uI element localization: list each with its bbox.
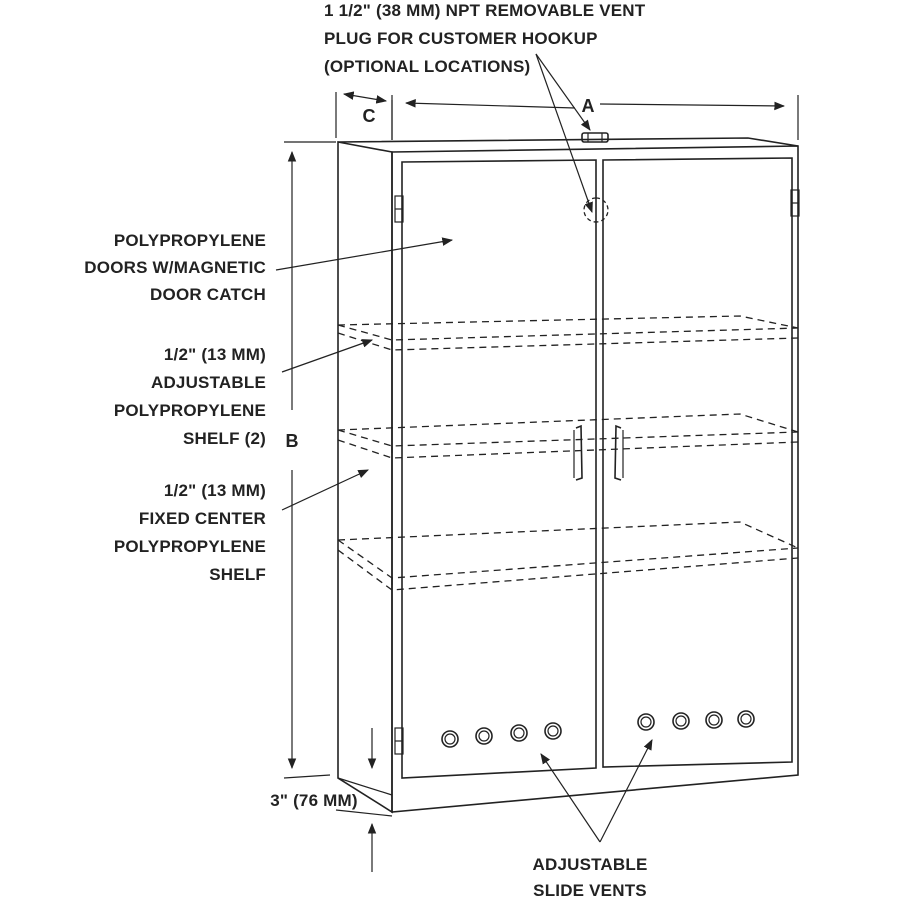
doors-line-1: POLYPROPYLENE	[114, 231, 266, 250]
base-height-label: 3" (76 MM)	[270, 791, 358, 810]
adjustable-shelf-line-4: SHELF (2)	[183, 429, 266, 448]
vent-plug-line-2: PLUG FOR CUSTOMER HOOKUP	[324, 29, 598, 48]
cabinet-body	[337, 137, 799, 814]
slide-vents-left	[441, 722, 562, 748]
vent-circle-icon	[705, 711, 723, 729]
vent-circle-icon	[544, 722, 562, 740]
doors-line-3: DOOR CATCH	[150, 285, 266, 304]
hinge-icon	[790, 189, 800, 217]
slide-vents-callout: ADJUSTABLE SLIDE VENTS	[532, 739, 653, 900]
adjustable-shelf-line-2: ADJUSTABLE	[151, 373, 266, 392]
door-handle-icon	[573, 424, 583, 481]
dimension-c: C	[335, 91, 393, 140]
adjustable-shelf-line-1: 1/2" (13 MM)	[164, 345, 266, 364]
right-door	[602, 157, 793, 768]
adjustable-shelf-upper	[337, 315, 799, 351]
slide-vents-right	[637, 710, 755, 731]
vent-circle-icon	[510, 724, 528, 742]
vent-circle-icon	[637, 713, 655, 731]
adjustable-shelf-lower	[337, 521, 799, 591]
vent-plug-top	[581, 132, 609, 143]
hinge-icon	[394, 727, 404, 755]
door-handle-icon	[614, 424, 624, 481]
left-door	[401, 159, 597, 779]
dimension-a-label: A	[582, 96, 595, 116]
vent-circle-icon	[475, 727, 493, 745]
fixed-shelf-line-3: POLYPROPYLENE	[114, 537, 266, 556]
vent-plug-callout: 1 1/2" (38 MM) NPT REMOVABLE VENT PLUG F…	[324, 1, 646, 214]
hinge-icon	[394, 195, 404, 223]
vent-circle-icon	[737, 710, 755, 728]
fixed-shelf-line-2: FIXED CENTER	[139, 509, 266, 528]
vent-circle-icon	[672, 712, 690, 730]
adjustable-shelf-line-3: POLYPROPYLENE	[114, 401, 266, 420]
doors-line-2: DOORS W/MAGNETIC	[84, 258, 266, 277]
slide-vents-line-2: SLIDE VENTS	[533, 881, 647, 900]
dimension-b-label: B	[286, 431, 299, 451]
fixed-shelf-line-1: 1/2" (13 MM)	[164, 481, 266, 500]
dimension-base: 3" (76 MM)	[270, 728, 393, 872]
fixed-shelf-callout: 1/2" (13 MM) FIXED CENTER POLYPROPYLENE …	[114, 469, 369, 584]
doors-callout: POLYPROPYLENE DOORS W/MAGNETIC DOOR CATC…	[84, 231, 454, 304]
adjustable-shelf-callout: 1/2" (13 MM) ADJUSTABLE POLYPROPYLENE SH…	[114, 339, 374, 448]
fixed-shelf-line-4: SHELF	[209, 565, 266, 584]
dimension-c-label: C	[363, 106, 376, 126]
vent-plug-line-1: 1 1/2" (38 MM) NPT REMOVABLE VENT	[324, 1, 646, 20]
vent-plug-line-3: (OPTIONAL LOCATIONS)	[324, 57, 530, 76]
vent-circle-icon	[441, 730, 459, 748]
dimension-b: B	[283, 141, 336, 779]
fixed-center-shelf	[337, 413, 799, 459]
slide-vents-line-1: ADJUSTABLE	[532, 855, 647, 874]
